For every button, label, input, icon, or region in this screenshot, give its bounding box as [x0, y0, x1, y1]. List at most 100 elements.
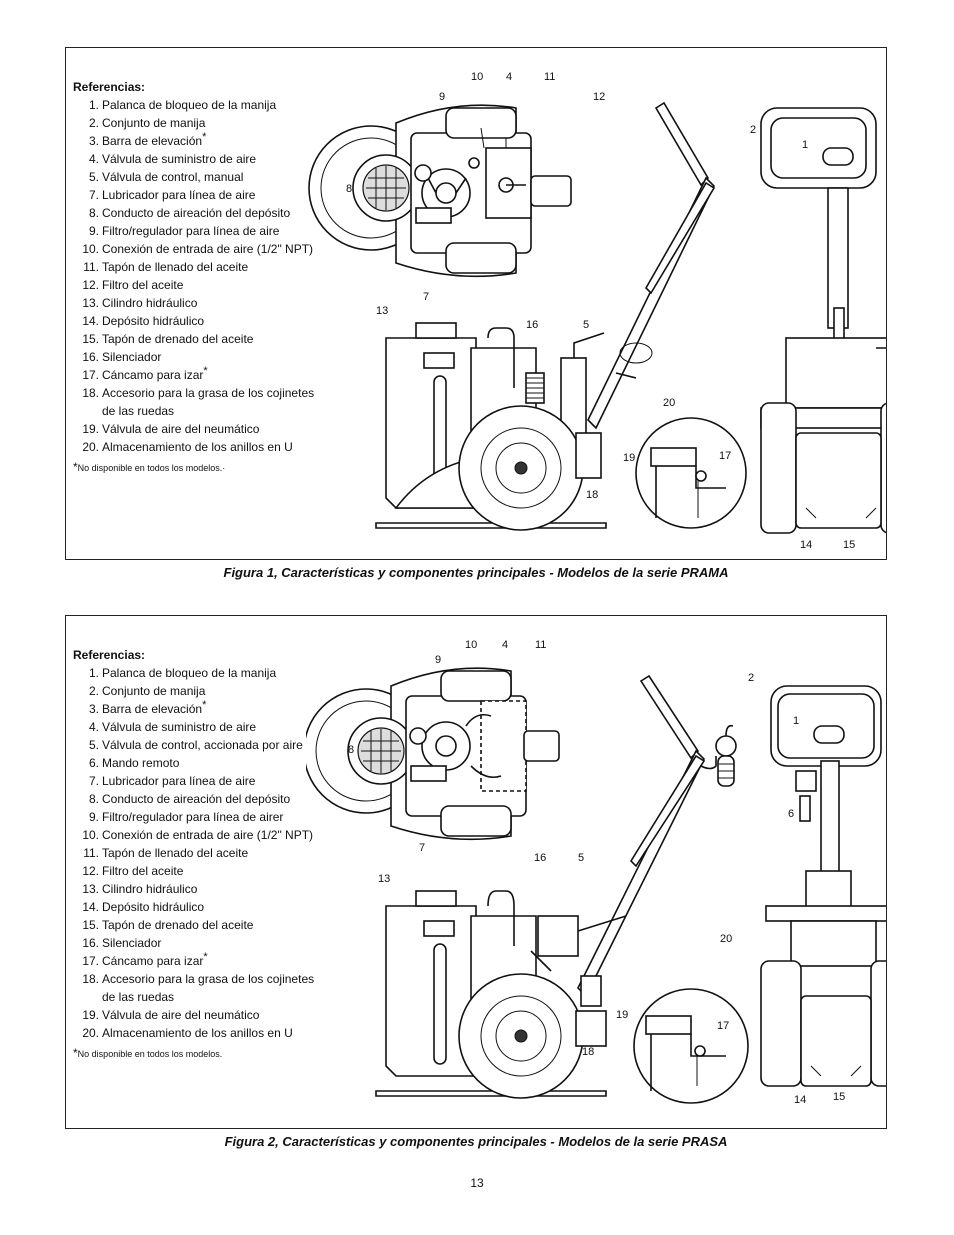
reference-item: 10.Conexión de entrada de aire (1/2" NPT…: [82, 242, 314, 256]
callout-5: 5: [578, 852, 584, 864]
rear-view-drawing: [760, 107, 886, 534]
reference-item: 11.Tapón de llenado del aceite: [83, 846, 249, 860]
callout-4: 4: [506, 71, 512, 83]
asterisk: *: [203, 951, 208, 963]
reference-item: 15.Tapón de drenado del aceite: [82, 918, 254, 932]
side-view-drawing: [375, 322, 607, 531]
pull-handle-drawing: [577, 674, 737, 998]
footnote: *No disponible en todos los modelos.: [73, 1046, 223, 1060]
callout-9: 9: [439, 91, 445, 103]
figure-1-frame: Referencias: 1.Palanca de bloqueo de la …: [65, 47, 887, 560]
prama-illustration: 10 4 11 12 9 8 7 2 1 3 13 16 5 20 19 17 …: [308, 71, 886, 551]
reference-item: 5.Válvula de control, accionada por aire: [88, 738, 303, 752]
reference-item: 17.Cáncamo para izar*: [82, 951, 208, 969]
reference-item: 14.Depósito hidráulico: [82, 900, 205, 914]
rear-view-drawing: [760, 685, 886, 1087]
figure-2-frame: Referencias: 1.Palanca de bloqueo de la …: [65, 615, 887, 1129]
reference-item: 12.Filtro del aceite: [82, 278, 184, 292]
callout-7: 7: [423, 291, 429, 303]
callout-10: 10: [471, 71, 483, 83]
figure-1-caption: Figura 1, Características y componentes …: [223, 565, 729, 580]
callout-20: 20: [663, 397, 675, 409]
reference-item: 8.Conducto de aireación del depósito: [88, 206, 291, 220]
callout-4: 4: [502, 639, 508, 651]
callout-20: 20: [720, 933, 732, 945]
reference-item: 17.Cáncamo para izar*: [82, 365, 208, 383]
reference-item: 18.Accesorio para la grasa de los cojine…: [82, 972, 315, 1004]
reference-item: 1.Palanca de bloqueo de la manija: [88, 98, 277, 112]
references-title: Referencias:: [73, 648, 146, 662]
detail-circle-drawing: [633, 988, 749, 1104]
reference-item: 20.Almacenamiento de los anillos en U: [82, 440, 293, 454]
callout-17: 17: [717, 1020, 729, 1032]
reference-item: 3.Barra de elevación*: [88, 131, 207, 149]
reference-item: 12.Filtro del aceite: [82, 864, 184, 878]
asterisk: *: [203, 365, 208, 377]
reference-item: 11.Tapón de llenado del aceite: [83, 260, 249, 274]
page-number: 13: [470, 1176, 484, 1190]
reference-item: 4.Válvula de suministro de aire: [88, 152, 257, 166]
references-items: 1.Palanca de bloqueo de la manija 2.Conj…: [73, 96, 323, 456]
reference-item: 7.Lubricador para línea de aire: [88, 188, 256, 202]
reference-item: 10.Conexión de entrada de aire (1/2" NPT…: [82, 828, 314, 842]
references-list: Referencias: 1.Palanca de bloqueo de la …: [73, 646, 323, 1063]
reference-item: 5.Válvula de control, manual: [88, 170, 244, 184]
callout-7: 7: [419, 842, 425, 854]
callout-16: 16: [534, 852, 546, 864]
reference-item: 18.Accesorio para la grasa de los cojine…: [82, 386, 315, 418]
callout-1: 1: [802, 139, 808, 151]
callout-6: 6: [788, 808, 794, 820]
callout-15: 15: [843, 539, 855, 551]
reference-item: 4.Válvula de suministro de aire: [88, 720, 257, 734]
callout-16: 16: [526, 319, 538, 331]
pull-handle-drawing: [587, 101, 716, 430]
callout-11: 11: [535, 639, 546, 651]
callouts: 10 4 11 12 9 8 7 2 1 3 13 16 5 20 19 17 …: [346, 71, 855, 551]
reference-item: 2.Conjunto de manija: [88, 116, 206, 130]
reference-item: 9.Filtro/regulador para línea de aire: [88, 224, 280, 238]
callout-10: 10: [465, 639, 477, 651]
callout-2: 2: [750, 124, 756, 136]
callout-19: 19: [616, 1009, 628, 1021]
callout-9: 9: [435, 654, 441, 666]
references-list: Referencias: 1.Palanca de bloqueo de la …: [73, 78, 323, 477]
callout-2: 2: [748, 672, 754, 684]
reference-item: 1.Palanca de bloqueo de la manija: [88, 666, 277, 680]
callout-13: 13: [378, 873, 390, 885]
asterisk: *: [202, 131, 207, 143]
callout-5: 5: [583, 319, 589, 331]
reference-item: 13.Cilindro hidráulico: [82, 882, 198, 896]
top-view-drawing: [306, 667, 560, 841]
side-view-drawing: [375, 890, 627, 1099]
callout-8: 8: [346, 183, 352, 195]
callouts: 10 4 11 9 8 7 2 1 6 3 12 20 13 16 5 19 1…: [348, 639, 845, 1106]
asterisk: *: [202, 699, 207, 711]
reference-item: 8.Conducto de aireación del depósito: [88, 792, 291, 806]
callout-18: 18: [586, 489, 598, 501]
footnote: *No disponible en todos los modelos.·: [73, 460, 226, 474]
references-items: 1.Palanca de bloqueo de la manija 2.Conj…: [73, 664, 323, 1042]
top-view-drawing: [308, 104, 572, 278]
detail-circle-drawing: [635, 417, 747, 529]
callout-14: 14: [794, 1094, 806, 1106]
prasa-illustration: 10 4 11 9 8 7 2 1 6 3 12 20 13 16 5 19 1…: [306, 639, 886, 1106]
callout-19: 19: [623, 452, 635, 464]
reference-item: 15.Tapón de drenado del aceite: [82, 332, 254, 346]
reference-item: 16.Silenciador: [82, 936, 162, 950]
reference-item: 2.Conjunto de manija: [88, 684, 206, 698]
callout-15: 15: [833, 1091, 845, 1103]
reference-item: 13.Cilindro hidráulico: [82, 296, 198, 310]
reference-item: 3.Barra de elevación*: [88, 699, 207, 717]
reference-item: 9.Filtro/regulador para línea de airer: [88, 810, 284, 824]
callout-18: 18: [582, 1046, 594, 1058]
reference-item: 14.Depósito hidráulico: [82, 314, 205, 328]
callout-14: 14: [800, 539, 812, 551]
callout-1: 1: [793, 715, 799, 727]
references-title: Referencias:: [73, 80, 146, 94]
reference-item: 7.Lubricador para línea de aire: [88, 774, 256, 788]
reference-item: 19.Válvula de aire del neumático: [82, 1008, 260, 1022]
reference-item: 19.Válvula de aire del neumático: [82, 422, 260, 436]
reference-item: 6.Mando remoto: [88, 756, 180, 770]
reference-item: 16.Silenciador: [82, 350, 162, 364]
figure-2-caption: Figura 2, Características y componentes …: [224, 1134, 728, 1149]
